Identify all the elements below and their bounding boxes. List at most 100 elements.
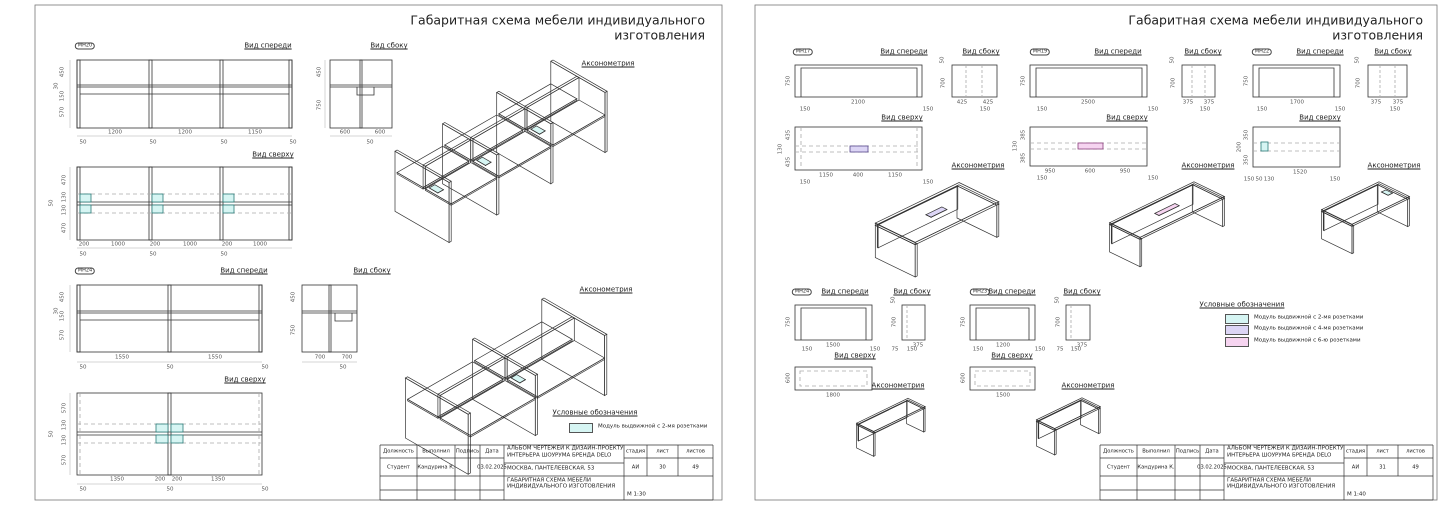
dimension-label: 150 xyxy=(906,346,918,353)
legend-heading: Условные обозначения xyxy=(552,408,638,417)
dimension-label: 450 xyxy=(59,291,66,303)
dimension-label: 130 xyxy=(777,143,784,155)
dimension-label: 50 xyxy=(48,430,55,438)
dimension-label: 950 xyxy=(1119,168,1131,175)
axonometry-face xyxy=(877,185,959,249)
subject-title: ГАБАРИТНАЯ СХЕМА МЕБЕЛИ xyxy=(1227,477,1311,484)
mh24-side-view xyxy=(301,284,358,363)
dimension-label: 570 xyxy=(61,402,68,414)
header-position: Должность xyxy=(383,447,414,454)
side-view-heading: Вид сбоку xyxy=(370,41,408,50)
dimension-label: 1700 xyxy=(1290,99,1304,106)
axonometry-heading: Аксонометрия xyxy=(1367,161,1421,170)
drawing-title: Габаритная схема мебели индивидуального xyxy=(1128,12,1423,28)
sheet-number: 30 xyxy=(659,464,666,471)
axonometry-face xyxy=(550,60,606,154)
dimension-label: 375 xyxy=(1370,99,1382,106)
dimension-label: 375 xyxy=(1392,99,1404,106)
axonometry-face xyxy=(876,223,879,249)
dimension-label: 450 xyxy=(290,291,297,303)
dimension-label: 570 xyxy=(59,329,66,341)
dimension-label: 130 xyxy=(1012,140,1019,152)
sheet-frame-2 xyxy=(754,4,1438,501)
dimension-label: 50 xyxy=(366,139,374,146)
dimension-label: 50 xyxy=(939,56,946,64)
dimension-label: 425 xyxy=(982,99,994,106)
axonometry-face xyxy=(1321,209,1353,227)
dimension-label: 470 xyxy=(61,222,68,234)
axonometry-face xyxy=(874,224,918,246)
address-value: МОСКВА, ПАНТЕЛЕЕВСКАЯ, 53 xyxy=(1227,465,1315,472)
dimension-label: 450 xyxy=(59,66,66,78)
item-code-badge: МН19 xyxy=(1029,48,1051,56)
dimension-label: 150 xyxy=(59,90,66,102)
dimension-label: 375 xyxy=(1203,99,1215,106)
dimension-label: 385 xyxy=(1020,129,1027,141)
dimension-label: 1550 xyxy=(208,354,222,361)
dimension-label: 1000 xyxy=(111,241,125,248)
dimension-label: 50 xyxy=(149,251,157,258)
axonometry-heading: Аксонометрия xyxy=(581,59,635,68)
sheet-frame-1 xyxy=(34,4,723,501)
axonometry-face xyxy=(1351,195,1410,227)
dimension-label: 200 xyxy=(171,476,183,483)
sheets-total: 49 xyxy=(1412,464,1419,471)
header-signature: Подпись xyxy=(1175,447,1200,454)
dimension-label: 750 xyxy=(1020,75,1027,87)
axonometry-face xyxy=(1036,419,1056,431)
item-code-badge: МН24 xyxy=(791,288,813,296)
dimension-label: 75 xyxy=(891,346,899,353)
mh24-front-view xyxy=(69,284,263,363)
dimension-label: 150 xyxy=(59,310,66,322)
dimension-label: 2100 xyxy=(851,99,865,106)
top-view-heading: Вид сверху xyxy=(991,351,1033,360)
dimension-label: 150 xyxy=(1147,106,1159,113)
side-view-heading: Вид сбоку xyxy=(1374,47,1412,56)
dimension-label: 435 xyxy=(785,129,792,141)
legend-swatch xyxy=(1225,314,1249,324)
dimension-label: 700 xyxy=(1170,77,1177,89)
mh20-side-view xyxy=(324,59,393,137)
dimension-label: 150 xyxy=(972,346,984,353)
front-view-heading: Вид спереди xyxy=(1296,47,1344,56)
dimension-label: 150 xyxy=(979,106,991,113)
top-view-heading: Вид сверху xyxy=(834,351,876,360)
dimension-label: 600 xyxy=(960,372,967,384)
dimension-label: 1350 xyxy=(211,476,225,483)
dimension-label: 50 xyxy=(261,364,269,371)
axonometry-face xyxy=(956,184,1000,206)
dimension-label: 50 xyxy=(48,199,55,207)
axonometry-face xyxy=(396,171,424,190)
dimension-label: 1550 xyxy=(115,354,129,361)
axonometry-face xyxy=(394,150,450,244)
stage-value: АИ xyxy=(1351,464,1360,471)
mh24-right-views xyxy=(794,304,926,391)
dimension-label: 435 xyxy=(785,156,792,168)
side-view-heading: Вид сбоку xyxy=(353,266,391,275)
axonometry-face xyxy=(1111,184,1194,245)
header-date: Дата xyxy=(485,447,499,454)
axonometry-group xyxy=(394,59,1411,475)
dimension-label: 700 xyxy=(891,316,898,328)
date-value: 03.02.2025 xyxy=(477,464,507,471)
axonometry-face xyxy=(405,377,469,475)
item-code-badge: МН17 xyxy=(792,48,814,56)
dimension-label: 50 xyxy=(1054,296,1061,304)
subject-title: ИНДИВИДУАЛЬНОГО ИЗГОТОВЛЕНИЯ xyxy=(1227,483,1336,490)
dimension-label: 50 xyxy=(1255,176,1263,183)
axonometry-face xyxy=(504,338,573,381)
axonometry-face xyxy=(874,222,916,246)
dimension-label: 1150 xyxy=(819,172,833,179)
side-view-heading: Вид сбоку xyxy=(893,287,931,296)
dimension-label: 200 xyxy=(1236,141,1243,153)
header-stage: стадия xyxy=(1345,447,1366,454)
axonometry-heading: Аксонометрия xyxy=(951,161,1005,170)
top-view-heading: Вид сверху xyxy=(224,375,266,384)
dimension-label: 1000 xyxy=(253,241,267,248)
dimension-label: 50 xyxy=(79,364,87,371)
dimension-label: 1350 xyxy=(110,476,124,483)
legend-item-label: Модуль выдвижной с 6-ю розетками xyxy=(1254,337,1361,344)
dimension-label: 50 xyxy=(79,139,87,146)
dimension-label: 570 xyxy=(59,106,66,118)
legend-swatch xyxy=(1225,325,1249,335)
